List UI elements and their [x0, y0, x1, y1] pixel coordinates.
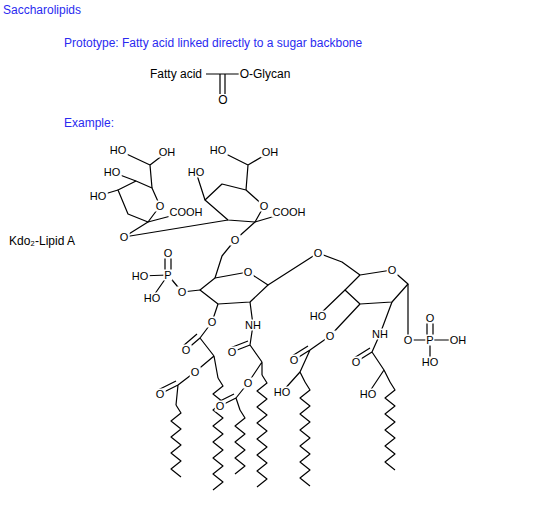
atom-label: HO [103, 167, 122, 178]
fatty-acid-chains [171, 375, 395, 490]
atom-label: NH [244, 320, 262, 331]
atom-label: P [425, 335, 434, 346]
atom-label: O [403, 335, 414, 346]
atom-label: O [230, 235, 241, 246]
atom-label: NH [371, 329, 389, 340]
atom-label: O [325, 331, 336, 342]
alkyl-chain [213, 378, 223, 490]
atom-label: O [119, 232, 130, 243]
atom-label: O [227, 347, 238, 358]
prototype-heading: Prototype: Fatty acid linked directly to… [63, 37, 363, 49]
atom-label: O [155, 389, 166, 400]
compound-name: Kdo₂-Lipid A [8, 235, 76, 247]
atom-label: OH [449, 335, 468, 346]
atom-label: HO [143, 293, 162, 304]
group-label: O-Glycan [239, 68, 292, 80]
atom-label: O [177, 287, 188, 298]
atom-label: HO [187, 167, 206, 178]
atom-label: HO [273, 387, 292, 398]
atom-label: O [243, 267, 254, 278]
atom-label: HO [109, 145, 128, 156]
example-heading: Example: [63, 117, 115, 129]
atom-label: OH [158, 147, 177, 158]
atom-label: O [215, 401, 226, 412]
atom-label: O [351, 357, 362, 368]
atom-label: O [425, 313, 436, 324]
atom-label: O [313, 248, 324, 259]
atom-label: HO [209, 145, 228, 156]
atom-label: HO [89, 191, 108, 202]
alkyl-chain [171, 405, 181, 477]
group-label: Fatty acid [149, 68, 203, 80]
atom-label: O [217, 94, 228, 106]
atom-label: O [155, 201, 166, 212]
alkyl-chain [300, 382, 310, 486]
atom-label: HO [359, 389, 378, 400]
atom-label: COOH [272, 207, 307, 218]
alkyl-chain [385, 382, 395, 470]
atom-label: HO [309, 311, 328, 322]
atom-label: O [259, 201, 270, 212]
atom-label: HO [131, 271, 150, 282]
section-title: Saccharolipids [2, 4, 82, 16]
bond-lines [98, 74, 458, 410]
atom-label: O [243, 378, 254, 389]
atom-label: HO [421, 357, 440, 368]
atom-label: O [207, 317, 218, 328]
alkyl-chain [235, 410, 245, 474]
alkyl-chain [257, 375, 267, 487]
atom-label: OH [261, 147, 280, 158]
atom-label: O [181, 345, 192, 356]
atom-label: O [289, 355, 300, 366]
atom-label: O [190, 367, 201, 378]
atom-label: O [163, 248, 174, 259]
atom-label: P [163, 270, 172, 281]
atom-label: COOH [169, 207, 204, 218]
atom-label: O [387, 265, 398, 276]
